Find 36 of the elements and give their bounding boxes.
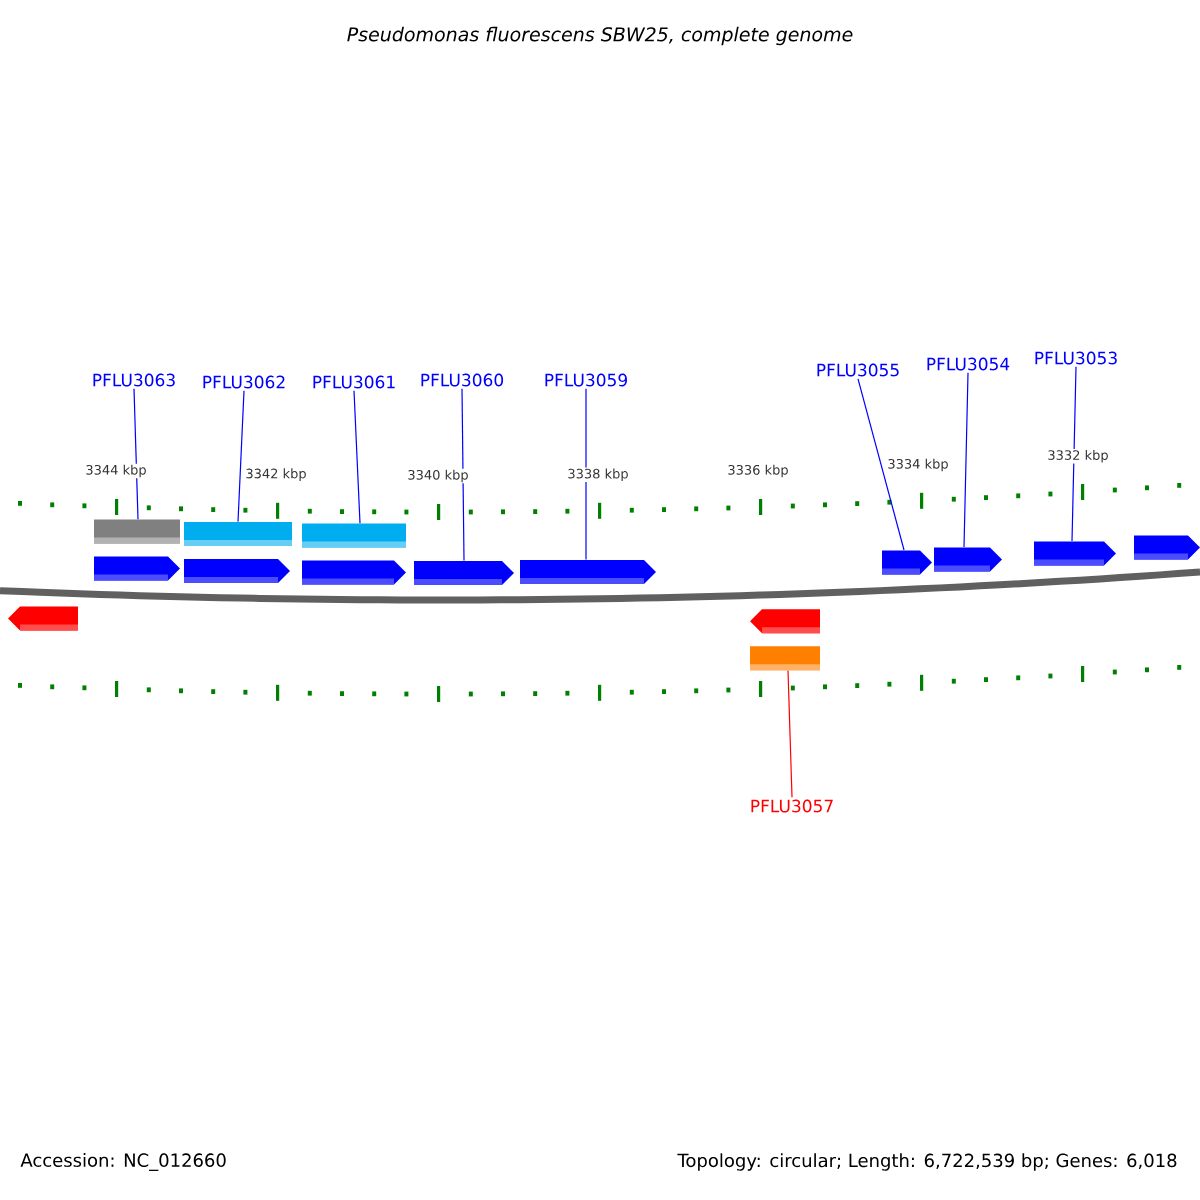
feature-box — [94, 519, 180, 544]
gene-label: PFLU3061 — [313, 375, 395, 389]
gene-label: PFLU3059 — [545, 373, 627, 387]
leader-line — [133, 388, 139, 520]
title: Pseudomonas fluorescens SBW25, complete genome — [347, 26, 853, 46]
gene-label: PFLU3062 — [203, 375, 285, 389]
feature-box — [750, 646, 820, 671]
gene-block — [184, 559, 290, 583]
accession-text: Accession: NC_012660 — [20, 1153, 226, 1171]
feature-box — [302, 523, 406, 548]
gene-label: PFLU3063 — [93, 373, 175, 387]
gene-block — [414, 561, 514, 585]
genome-info-text: Topology: circular; Length: 6,722,539 bp; Genes: 6,018 — [677, 1153, 1177, 1171]
feature-box — [184, 522, 292, 546]
leader-line — [1071, 366, 1077, 542]
gene-block — [520, 560, 656, 584]
leader-line — [585, 388, 587, 561]
gene-block — [934, 547, 1002, 572]
leader-line — [857, 378, 905, 551]
gene-block — [1034, 541, 1116, 566]
leader-line — [461, 388, 465, 562]
gene-block — [1134, 535, 1200, 560]
gene-block — [8, 606, 78, 631]
gene-label: PFLU3057 — [751, 799, 833, 813]
gene-label: PFLU3055 — [817, 363, 899, 377]
gene-label: PFLU3060 — [421, 373, 504, 387]
leader-line — [963, 372, 969, 548]
gene-block — [94, 556, 180, 581]
gene-block — [750, 609, 820, 634]
leader-line — [353, 390, 361, 524]
gene-block — [302, 560, 406, 585]
leader-line — [787, 670, 793, 798]
gene-label: PFLU3053 — [1035, 351, 1117, 365]
gene-label: PFLU3054 — [927, 357, 1010, 371]
gene-block — [882, 550, 932, 575]
leader-line — [237, 390, 245, 523]
